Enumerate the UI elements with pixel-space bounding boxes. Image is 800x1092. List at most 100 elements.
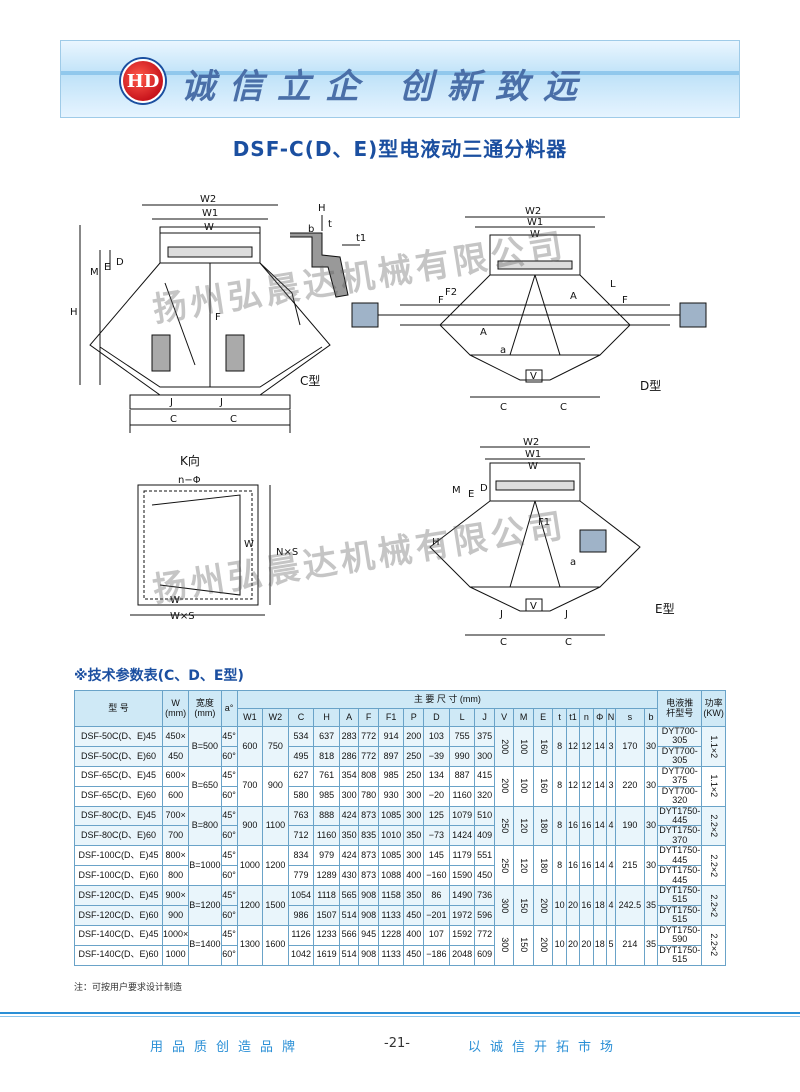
table-cell: 10: [552, 885, 567, 926]
table-cell: 750: [262, 726, 289, 767]
table-cell: 354: [338, 765, 360, 787]
table-cell: 1088: [377, 865, 405, 886]
svg-text:C: C: [560, 402, 567, 413]
col-sub-header: W2: [262, 708, 289, 727]
table-cell: 945: [358, 924, 379, 946]
header-banner: HD 诚信立企 创新致远: [60, 40, 740, 118]
table-cell: 300: [403, 785, 424, 807]
vertical-text: 120: [519, 818, 530, 834]
table-cell: −186: [422, 944, 450, 966]
col-sub-header: N: [605, 708, 617, 727]
angle-cell: 60°: [220, 825, 238, 847]
angle-cell: 60°: [220, 944, 238, 966]
table-cell: 985: [313, 785, 340, 807]
power-cell: 2.2×2: [701, 845, 726, 886]
table-cell: 14: [592, 845, 607, 886]
col-sub-header: P: [403, 708, 424, 727]
svg-text:b: b: [308, 224, 314, 235]
e-type-label: E型: [655, 602, 675, 616]
table-cell: 808: [358, 765, 379, 787]
w-cell: 900×: [161, 885, 190, 906]
vertical-text: 2.2×2: [709, 933, 720, 957]
svg-text:N×S: N×S: [276, 547, 298, 558]
table-cell: 818: [313, 745, 340, 767]
table-cell: 430: [338, 865, 360, 886]
angle-cell: 45°: [220, 765, 238, 787]
svg-text:W: W: [170, 595, 180, 606]
angle-cell: 45°: [220, 726, 238, 747]
col-power: 功率 (KW): [701, 690, 726, 727]
d-type-drawing: [351, 216, 707, 398]
table-cell: 1233: [313, 924, 340, 946]
svg-text:M: M: [90, 267, 99, 278]
col-sub-header: b: [643, 708, 659, 727]
pusher-cell: DYT1750-445: [657, 845, 703, 867]
w-cell: 900: [161, 904, 190, 926]
table-cell: 979: [313, 845, 340, 867]
vertical-text: 250: [499, 818, 510, 834]
company-logo: HD: [121, 59, 165, 103]
power-cell: 2.2×2: [701, 805, 726, 847]
footer-right-slogan: 以诚信开拓市场: [468, 1040, 623, 1055]
w-cell: 700×: [161, 805, 190, 827]
table-cell: 450: [403, 904, 424, 926]
col-sub-header: s: [615, 708, 645, 727]
table-cell: 1490: [448, 885, 476, 906]
svg-text:F: F: [622, 295, 628, 306]
table-cell: 3: [605, 726, 617, 767]
svg-text:D: D: [480, 483, 488, 494]
table-cell: 250: [403, 765, 424, 787]
table-cell: 14: [592, 765, 607, 807]
vertical-text: 160: [538, 778, 549, 794]
table-cell: 551: [474, 845, 495, 867]
width-cell: B=1200: [188, 885, 222, 926]
table-cell: 534: [287, 726, 315, 747]
table-cell: 14: [592, 805, 607, 847]
table-cell: 1972: [448, 904, 476, 926]
svg-text:C: C: [500, 637, 507, 648]
table-cell: 150: [513, 924, 534, 966]
footer-divider-thin: [0, 1016, 800, 1017]
table-cell: 300: [493, 885, 515, 926]
table-cell: 107: [422, 924, 450, 946]
table-cell: 400: [403, 924, 424, 946]
table-cell: 35: [643, 924, 659, 966]
svg-text:W2: W2: [200, 194, 216, 205]
model-cell: DSF-65C(D、E)60: [74, 785, 163, 807]
table-cell: 35: [643, 885, 659, 926]
table-cell: 897: [377, 745, 405, 767]
table-cell: 160: [532, 726, 554, 767]
col-sub-header: V: [493, 708, 515, 727]
width-cell: B=1000: [188, 845, 222, 886]
table-cell: 1085: [377, 805, 405, 827]
table-cell: 350: [403, 825, 424, 847]
svg-text:W: W: [528, 461, 538, 472]
table-cell: 1200: [262, 845, 289, 886]
table-cell: 514: [338, 904, 360, 926]
table-cell: 1085: [377, 845, 405, 867]
vertical-text: 150: [519, 937, 530, 953]
svg-text:D: D: [116, 257, 124, 268]
table-cell: 763: [287, 805, 315, 827]
col-model: 型 号: [74, 690, 163, 727]
table-cell: 200: [532, 924, 554, 966]
vertical-text: 100: [519, 778, 530, 794]
svg-text:W: W: [244, 539, 254, 550]
pusher-cell: DYT1750-370: [657, 825, 703, 847]
table-cell: 18: [592, 924, 607, 966]
table-cell: 1424: [448, 825, 476, 847]
table-cell: 242.5: [615, 885, 645, 926]
table-cell: 170: [615, 726, 645, 767]
table-cell: 320: [474, 785, 495, 807]
table-cell: 409: [474, 825, 495, 847]
table-cell: 350: [338, 825, 360, 847]
table-cell: 566: [338, 924, 360, 946]
page-title: DSF-C(D、E)型电液动三通分料器: [232, 137, 568, 161]
table-cell: 190: [615, 805, 645, 847]
table-cell: 100: [513, 765, 534, 807]
svg-text:F2: F2: [445, 287, 457, 298]
table-cell: 908: [358, 944, 379, 966]
